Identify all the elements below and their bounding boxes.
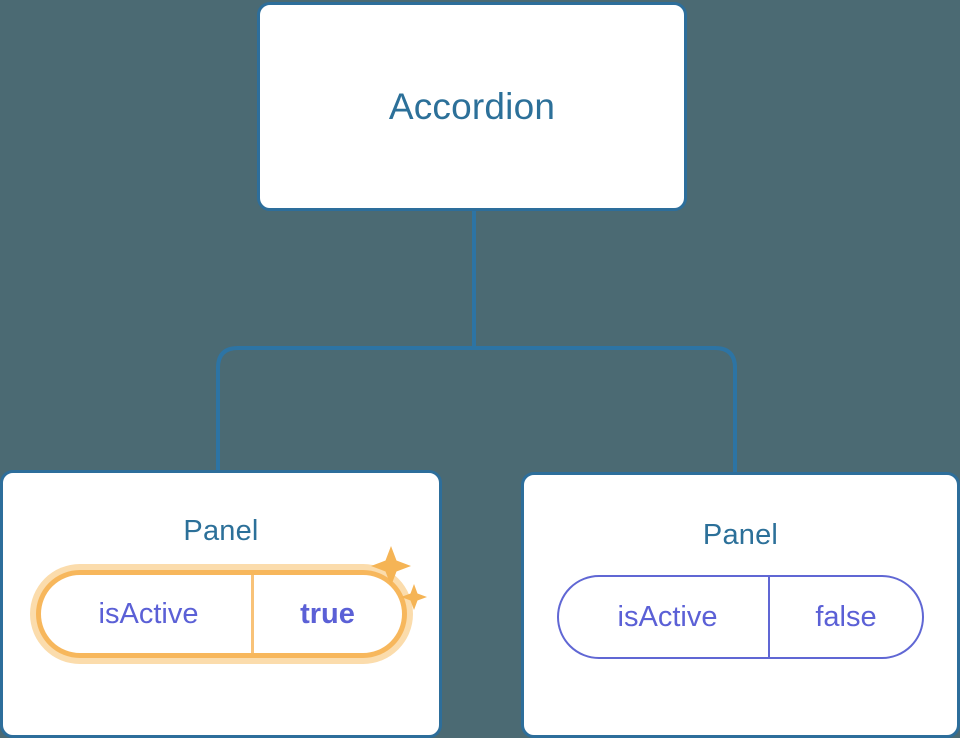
tree-node-accordion[interactable]: Accordion xyxy=(257,2,687,211)
connector-branch-bus xyxy=(216,346,737,472)
prop-pill-value: false xyxy=(815,600,877,633)
prop-pill-isactive-false[interactable]: isActive false xyxy=(557,575,924,659)
tree-node-panel-inactive-label: Panel xyxy=(702,519,779,551)
tree-node-panel-inactive[interactable]: Panel isActive false xyxy=(521,472,960,738)
tree-node-panel-active[interactable]: Panel isActive true xyxy=(0,470,442,738)
prop-pill-value: true xyxy=(300,597,355,630)
tree-node-accordion-label: Accordion xyxy=(388,85,556,127)
tree-node-panel-active-label: Panel xyxy=(183,515,259,547)
prop-pill-wrapper-active: isActive true xyxy=(3,546,439,658)
prop-pill-key: isActive xyxy=(559,577,770,657)
prop-pill-wrapper-inactive: isActive false xyxy=(524,575,957,659)
prop-pill-key: isActive xyxy=(41,575,254,653)
prop-pill-isactive-true[interactable]: isActive true xyxy=(35,570,407,658)
